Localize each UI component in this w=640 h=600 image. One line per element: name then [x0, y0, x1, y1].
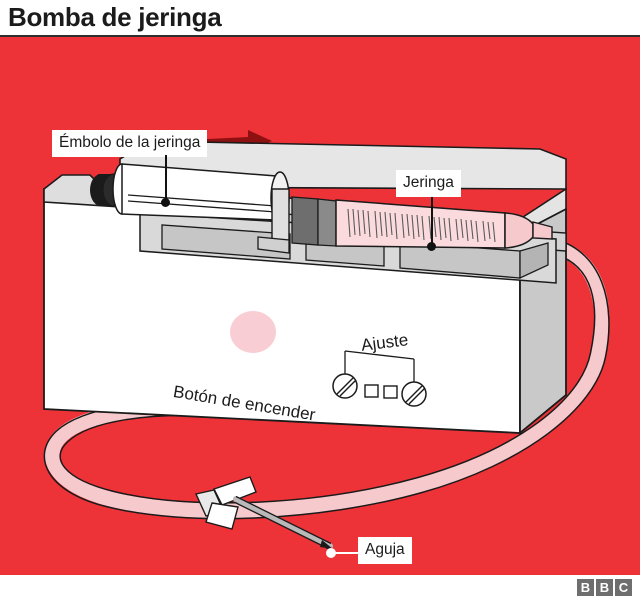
anchor-dot-needle	[326, 548, 336, 558]
leader-line-plunger	[165, 155, 167, 200]
anchor-dot-syringe	[427, 242, 436, 251]
bbc-logo: B B C	[577, 579, 632, 596]
syringe	[90, 163, 553, 254]
indicator-square-2	[383, 385, 398, 399]
bbc-logo-letter-3: C	[615, 579, 632, 596]
page-title: Bomba de jeringa	[8, 2, 222, 32]
butterfly-needle	[195, 476, 333, 550]
power-button[interactable]	[230, 311, 276, 353]
footer-bar: B B C	[0, 575, 640, 600]
header-bar: Bomba de jeringa	[0, 0, 640, 37]
leader-line-syringe	[431, 197, 433, 245]
callout-plunger: Émbolo de la jeringa	[52, 130, 208, 157]
syringe-pump-illustration	[43, 130, 610, 550]
graduation-marks	[347, 208, 496, 243]
callout-syringe: Jeringa	[396, 170, 461, 197]
bbc-logo-letter-2: B	[596, 579, 613, 596]
bbc-logo-letter-1: B	[577, 579, 594, 596]
callout-needle: Aguja	[358, 537, 412, 564]
anchor-dot-plunger	[161, 198, 170, 207]
adjust-controls[interactable]	[332, 350, 427, 407]
tubing	[43, 236, 610, 520]
indicator-square-1	[364, 384, 379, 398]
header-divider	[0, 35, 640, 37]
leader-line-needle	[331, 552, 361, 554]
illustration-canvas: Botón de encender Ajuste Émbolo de la je…	[0, 37, 640, 575]
